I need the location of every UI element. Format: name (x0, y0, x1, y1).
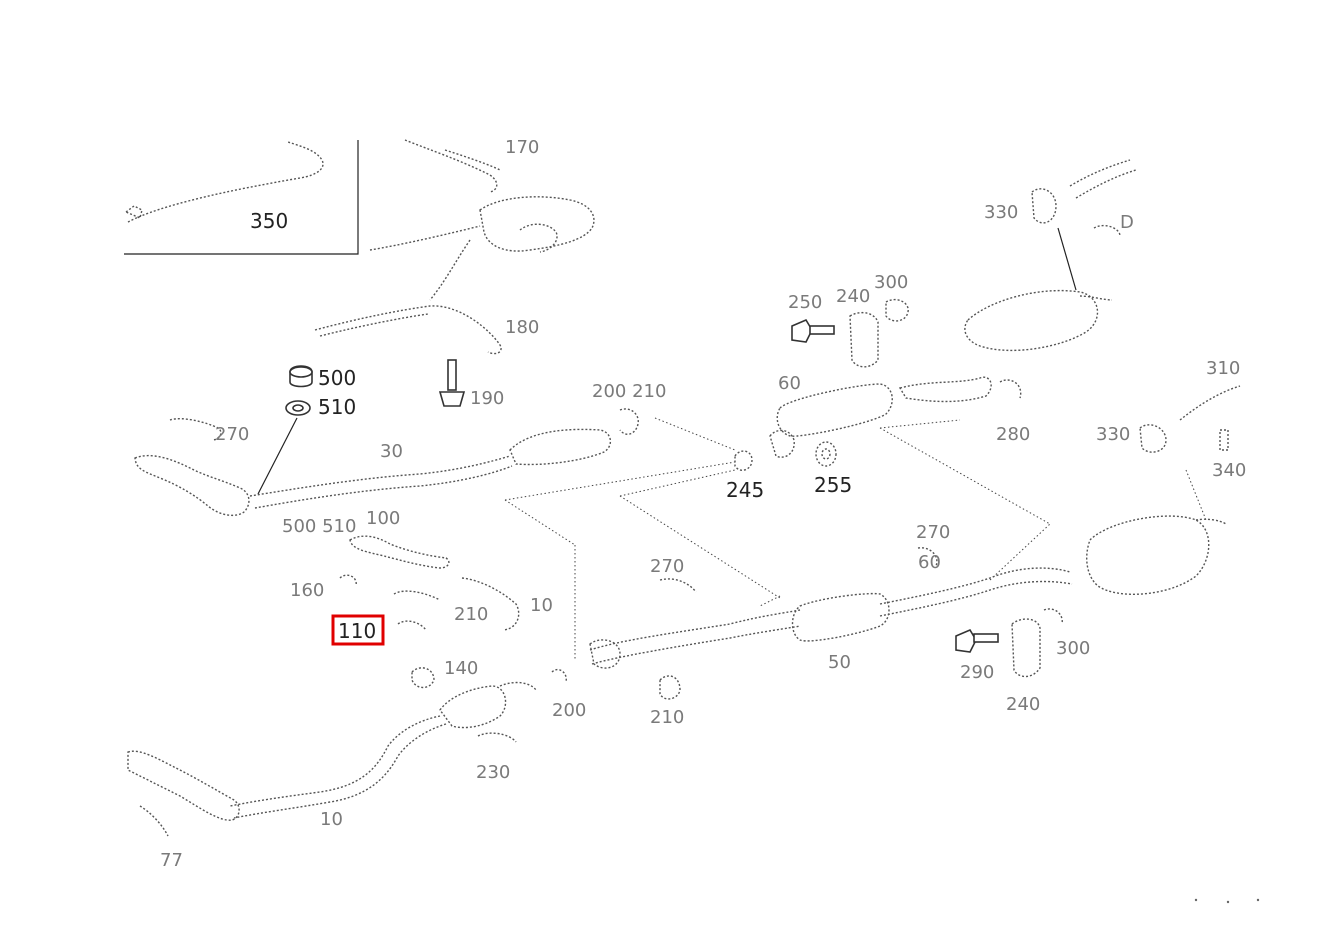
rear-muffler-right: 330 310 340 (1086, 358, 1246, 595)
svg-text:60: 60 (918, 552, 941, 573)
front-pipe-assembly-top: 170 180 (314, 137, 595, 355)
washer-510: 510 (257, 395, 356, 495)
svg-text:10: 10 (320, 809, 343, 830)
hanger-bracket-lower: 240 300 (1006, 608, 1090, 715)
svg-text:170: 170 (505, 137, 539, 158)
rear-pipe-top: 280 (898, 227, 1113, 445)
svg-text:270: 270 (215, 424, 249, 445)
small-parts-cluster: 500 510 100 160 210 10 140 200 210 (282, 508, 684, 728)
svg-text:60: 60 (778, 373, 801, 394)
rear-hanger-top-right: 330 D (984, 159, 1137, 237)
inset-detail-box: 350 (124, 140, 359, 255)
svg-text:30: 30 (380, 441, 403, 462)
svg-text:310: 310 (1206, 358, 1240, 379)
svg-text:500 510: 500 510 (282, 516, 356, 537)
part-label-255: 255 (814, 473, 852, 497)
svg-text:250: 250 (788, 292, 822, 313)
center-muffler: 60 (769, 373, 893, 458)
main-exhaust-lower: 270 270 60 50 (589, 522, 1073, 673)
svg-text:200: 200 (552, 700, 586, 721)
bolt-horizontal-lower: 290 (955, 628, 999, 683)
plug-500: 500 (289, 365, 356, 390)
svg-text:140: 140 (444, 658, 478, 679)
svg-text:230: 230 (476, 762, 510, 783)
svg-text:100: 100 (366, 508, 400, 529)
svg-text:210: 210 (454, 604, 488, 625)
lower-left-pipe: 230 10 77 (127, 681, 537, 871)
svg-text:50: 50 (828, 652, 851, 673)
svg-text:180: 180 (505, 317, 539, 338)
part-label-350: 350 (250, 209, 288, 233)
svg-text:330: 330 (984, 202, 1018, 223)
svg-text:290: 290 (960, 662, 994, 683)
svg-text:200 210: 200 210 (592, 381, 666, 402)
bolt-vertical: 190 (438, 359, 504, 409)
svg-text:210: 210 (650, 707, 684, 728)
svg-text:330: 330 (1096, 424, 1130, 445)
part-label-110[interactable]: 110 (338, 619, 376, 643)
svg-text:340: 340 (1212, 460, 1246, 481)
svg-text:300: 300 (1056, 638, 1090, 659)
svg-text:300: 300 (874, 272, 908, 293)
svg-text:10: 10 (530, 595, 553, 616)
svg-text:280: 280 (996, 424, 1030, 445)
svg-text:190: 190 (470, 388, 504, 409)
part-label-510: 510 (318, 395, 356, 419)
clamp-245: 245 (726, 450, 764, 502)
hanger-bracket-top: 240 300 (836, 272, 909, 368)
svg-text:240: 240 (1006, 694, 1040, 715)
svg-text:160: 160 (290, 580, 324, 601)
ring-255: 255 (814, 441, 852, 497)
left-front-pipe-mid: 270 30 200 210 (134, 381, 666, 517)
corner-marks (1194, 898, 1260, 904)
svg-text:D: D (1120, 212, 1134, 233)
svg-text:77: 77 (160, 850, 183, 871)
svg-text:270: 270 (650, 556, 684, 577)
highlight-box[interactable] (331, 614, 385, 646)
leaders-center (504, 417, 1051, 660)
svg-text:270: 270 (916, 522, 950, 543)
svg-text:240: 240 (836, 286, 870, 307)
bolt-horizontal-top: 250 (788, 292, 835, 343)
part-label-500: 500 (318, 366, 356, 390)
highlighted-part-110[interactable]: 110 (331, 614, 385, 646)
part-label-245: 245 (726, 478, 764, 502)
